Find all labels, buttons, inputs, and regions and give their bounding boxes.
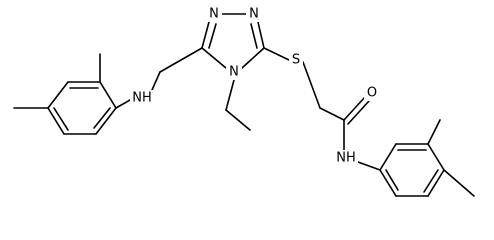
nh-amine-label-bg (130, 90, 154, 106)
ar2-d (427, 169, 445, 197)
nh-amide-label-bg (334, 150, 358, 166)
ar2-f-inner (385, 169, 399, 191)
bond-c5-n4 (201, 47, 227, 69)
bond-co-o (343, 96, 366, 121)
carbonyl-o-label: O (367, 86, 377, 101)
bond-n1-c5 (201, 21, 210, 49)
bond-c5-ch2 (159, 47, 203, 73)
atom-label-layer: N N N S O NH NH (130, 6, 380, 166)
bond-nh-ar2 (357, 161, 381, 171)
bond-c3-s (263, 47, 290, 61)
amide-nh-label: NH (336, 151, 356, 166)
bond-nh-ar1 (115, 99, 131, 109)
molecule-svg: N N N S O NH NH (13, 6, 475, 197)
s-label-bg (289, 52, 303, 68)
bond-n1-c5-inner (208, 23, 217, 49)
n2-label-bg (246, 6, 262, 22)
bond-layer (13, 13, 475, 197)
ar1-d (47, 107, 65, 135)
triazole-n2-label: N (249, 7, 259, 22)
triazole-n1-label: N (209, 7, 219, 22)
molecule-diagram: N N N S O NH NH (13, 6, 475, 197)
ar2-methyl-top (427, 119, 441, 145)
ar2-a (379, 143, 397, 171)
ar1-d-inner (53, 107, 69, 131)
triazole-n4-label: N (229, 65, 239, 80)
ar2-methyl-right (443, 169, 475, 197)
bond-n4-ethyl1 (225, 79, 235, 111)
bond-ch2-nh (151, 71, 161, 91)
bond-ch2-co (319, 107, 345, 121)
bond-co-o-2 (347, 100, 370, 125)
n4-label-bg (226, 64, 242, 80)
ar1-c (47, 81, 69, 109)
bond-ethyl1-ethyl2 (225, 109, 251, 131)
bond-s-ch2 (302, 61, 321, 109)
n1-label-bg (206, 6, 222, 22)
bond-n2-c3-inner (250, 23, 258, 49)
ar2-c (427, 143, 445, 171)
thioether-s-label: S (292, 53, 300, 68)
ar2-d-inner (423, 169, 439, 193)
amine-nh-label: NH (132, 91, 152, 106)
ar1-a (99, 81, 117, 109)
ar1-f (95, 107, 117, 135)
bond-c3-n4 (241, 47, 265, 69)
o-label-bg (364, 85, 380, 101)
ar2-f (379, 169, 397, 197)
ar1-f-inner (93, 107, 111, 129)
bond-n2-c3 (257, 21, 265, 49)
